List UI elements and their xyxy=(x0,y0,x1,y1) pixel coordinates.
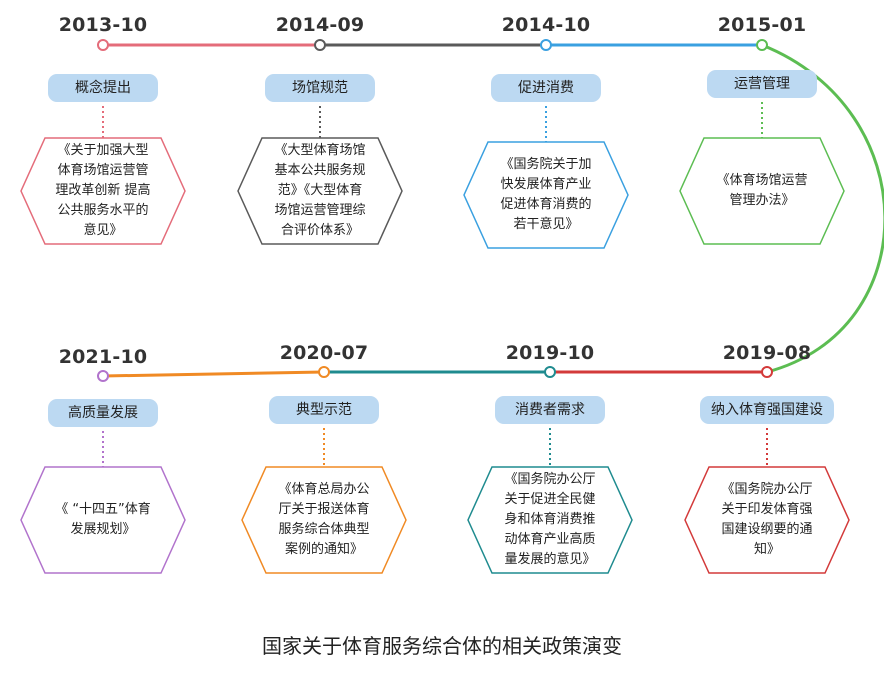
document-hexagon xyxy=(241,466,407,574)
timeline-node xyxy=(97,39,109,51)
document-box: 《国务院办公厅关于促进全民健身和体育消费推动体育产业高质量发展的意见》 xyxy=(468,467,632,573)
timeline-node xyxy=(314,39,326,51)
timeline-curve-connector xyxy=(761,43,884,374)
timeline-connector xyxy=(102,370,325,378)
milestone-date: 2019-10 xyxy=(505,342,595,364)
document-title: 《体育总局办公厅关于报送体育服务综合体典型案例的通知》 xyxy=(278,482,370,557)
figure-caption: 国家关于体育服务综合体的相关政策演变 xyxy=(262,634,622,658)
document-title: 《大型体育场馆基本公共服务规范》《大型体育场馆运营管理综合评价体系》 xyxy=(274,143,366,238)
milestone-date: 2014-09 xyxy=(275,14,365,36)
document-box: 《 “十四五”体育发展规划》 xyxy=(21,467,185,573)
milestone-date: 2019-08 xyxy=(722,342,812,364)
document-title: 《 “十四五”体育发展规划》 xyxy=(55,502,151,537)
document-title: 《国务院办公厅关于印发体育强国建设纲要的通知》 xyxy=(721,482,813,557)
stage-label: 纳入体育强国建设 xyxy=(700,396,834,424)
timeline-node xyxy=(540,39,552,51)
timeline-node xyxy=(544,366,556,378)
milestone-date: 2020-07 xyxy=(279,342,369,364)
document-title: 《体育场馆运营管理办法》 xyxy=(716,173,808,208)
document-box: 《体育场馆运营管理办法》 xyxy=(680,138,844,244)
stage-label: 促进消费 xyxy=(491,74,601,102)
document-box: 《体育总局办公厅关于报送体育服务综合体典型案例的通知》 xyxy=(242,467,406,573)
document-box: 《关于加强大型体育场馆运营管理改革创新 提高公共服务水平的意见》 xyxy=(21,138,185,244)
timeline-node xyxy=(756,39,768,51)
document-hexagon xyxy=(467,466,633,574)
document-title: 《国务院办公厅关于促进全民健身和体育消费推动体育产业高质量发展的意见》 xyxy=(504,472,596,567)
milestone-date: 2015-01 xyxy=(717,14,807,36)
document-box: 《国务院办公厅关于印发体育强国建设纲要的通知》 xyxy=(685,467,849,573)
document-hexagon xyxy=(463,141,629,249)
document-hexagon xyxy=(20,466,186,574)
document-hexagon xyxy=(237,137,403,245)
document-title: 《国务院关于加快发展体育产业促进体育消费的若干意见》 xyxy=(500,157,592,232)
milestone-date: 2021-10 xyxy=(58,346,148,368)
stage-label: 高质量发展 xyxy=(48,399,158,427)
timeline-node xyxy=(761,366,773,378)
stage-label: 典型示范 xyxy=(269,396,379,424)
document-hexagon xyxy=(684,466,850,574)
milestone-date: 2014-10 xyxy=(501,14,591,36)
document-hexagon xyxy=(20,137,186,245)
timeline-node xyxy=(97,370,109,382)
timeline-node xyxy=(318,366,330,378)
stage-label: 概念提出 xyxy=(48,74,158,102)
stage-label: 运营管理 xyxy=(707,70,817,98)
document-title: 《关于加强大型体育场馆运营管理改革创新 提高公共服务水平的意见》 xyxy=(55,143,151,238)
document-box: 《国务院关于加快发展体育产业促进体育消费的若干意见》 xyxy=(464,142,628,248)
document-box: 《大型体育场馆基本公共服务规范》《大型体育场馆运营管理综合评价体系》 xyxy=(238,138,402,244)
milestone-date: 2013-10 xyxy=(58,14,148,36)
stage-label: 场馆规范 xyxy=(265,74,375,102)
document-hexagon xyxy=(679,137,845,245)
stage-label: 消费者需求 xyxy=(495,396,605,424)
